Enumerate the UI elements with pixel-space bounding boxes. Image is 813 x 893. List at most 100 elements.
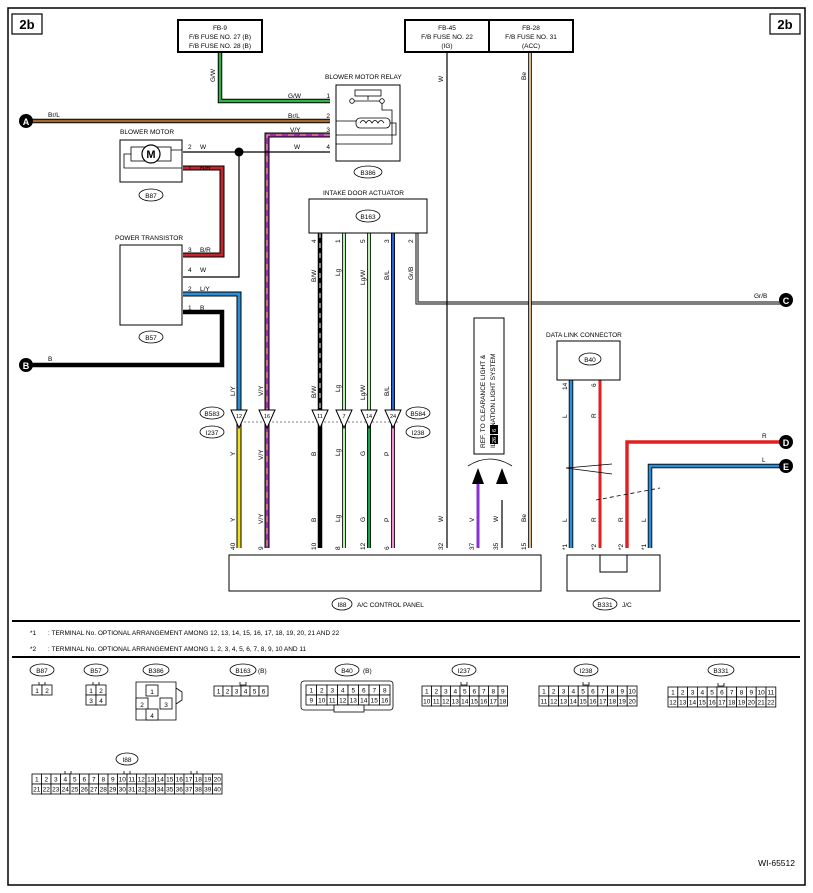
svg-text:I238: I238 (580, 668, 593, 675)
connector-cell-number: 23 (52, 787, 60, 794)
svg-text:14: 14 (366, 414, 372, 420)
legend-b87: B87 1 2 (29, 663, 55, 696)
svg-text:L: L (562, 518, 569, 522)
intake-door-actuator: INTAKE DOOR ACTUATOR B163 (308, 190, 428, 234)
connector-cell-number: 7 (372, 688, 376, 695)
connector-cell-number: 12 (339, 698, 347, 705)
connector-cell-number: 3 (444, 689, 448, 696)
svg-text:Lg: Lg (335, 268, 342, 276)
svg-text:POWER TRANSISTOR: POWER TRANSISTOR (115, 235, 183, 242)
svg-text:FB-45: FB-45 (438, 25, 456, 32)
connector-cell-number: 2 (434, 689, 438, 696)
svg-text:Lg: Lg (335, 384, 342, 392)
joint-connector: B331 J/C (566, 554, 661, 611)
svg-text:B40: B40 (341, 668, 353, 675)
link-d: D (779, 435, 793, 449)
connector-cell-number: 12 (442, 699, 450, 706)
label-wire-b: B (48, 356, 52, 363)
link-b: B (19, 358, 33, 372)
svg-text:B331: B331 (713, 668, 729, 675)
svg-text:(B): (B) (363, 668, 372, 675)
connector-cell-number: 4 (700, 690, 704, 697)
connector-cell-number: 2 (44, 777, 48, 784)
connector-cell (765, 696, 777, 708)
svg-text:I88: I88 (337, 602, 346, 609)
connector-cell-number: 19 (204, 777, 212, 784)
connector-cell-number: 14 (461, 699, 469, 706)
wire-br-outline (183, 165, 225, 258)
svg-text:(IG): (IG) (441, 43, 452, 50)
svg-text:G: G (360, 451, 367, 456)
connector-cell-number: 1 (35, 777, 39, 784)
connector-cell-number: 32 (138, 787, 146, 794)
connector-cell-number: 17 (490, 699, 498, 706)
connector-cell-number: 38 (195, 787, 203, 794)
connector-cell-number: 3 (330, 688, 334, 695)
svg-text:G: G (360, 517, 367, 522)
svg-text:W: W (200, 144, 207, 151)
reference-box: REF. TO CLEARANCE LIGHT & ILLUMINATION L… (467, 317, 513, 484)
connector-cell-number: 6 (362, 688, 366, 695)
svg-text:Gr/B: Gr/B (408, 267, 415, 280)
svg-text:P: P (384, 452, 391, 456)
svg-text:B40: B40 (584, 357, 596, 364)
svg-text:8: 8 (335, 546, 342, 550)
svg-text:2: 2 (140, 702, 144, 709)
connector-cell-number: 15 (579, 699, 587, 706)
svg-text:B163: B163 (235, 668, 251, 675)
connector-cell-number: 20 (214, 777, 222, 784)
svg-text:11: 11 (317, 414, 323, 420)
svg-text:F/B FUSE NO. 27 (B): F/B FUSE NO. 27 (B) (189, 34, 251, 41)
svg-text:12: 12 (360, 542, 367, 550)
svg-text:I237: I237 (458, 668, 471, 675)
link-c: C (779, 293, 793, 307)
svg-text:4: 4 (99, 698, 103, 705)
connector-cell-number: 3 (562, 689, 566, 696)
svg-text:B386: B386 (360, 170, 376, 177)
connector-cell-number: 4 (244, 689, 248, 696)
wire-gw-outline (217, 52, 330, 104)
connector-cell-number: 24 (62, 787, 70, 794)
connector-cell-number: 14 (360, 698, 368, 705)
connector-cell-number: 11 (541, 699, 548, 706)
connector-cell-number: 12 (138, 777, 146, 784)
connector-cell-number: 9 (309, 698, 313, 705)
svg-text:B: B (200, 305, 204, 312)
svg-text:V/Y: V/Y (258, 449, 265, 460)
connector-labels-b584-i238: B584 I238 (405, 406, 431, 439)
svg-text:BLOWER MOTOR RELAY: BLOWER MOTOR RELAY (325, 74, 402, 81)
connector-cell-number: 3 (235, 689, 239, 696)
connector-cell-number: 2 (320, 688, 324, 695)
connector-cell-number: 3 (54, 777, 58, 784)
svg-text:B/R: B/R (200, 165, 211, 172)
svg-text:L: L (641, 518, 648, 522)
svg-text:(ACC): (ACC) (522, 43, 540, 50)
connector-cell-number: 9 (620, 689, 624, 696)
svg-text:BLOWER MOTOR: BLOWER MOTOR (120, 129, 174, 136)
svg-text:6: 6 (492, 429, 498, 432)
svg-text:L: L (562, 414, 569, 418)
svg-text:B163: B163 (360, 214, 376, 221)
actuator-pin-labels: 4 1 5 3 2 B/W Lg Lg/W B/L Gr/B (311, 239, 415, 285)
connector-cell-number: 29 (109, 787, 117, 794)
connector-cell-number: 13 (679, 700, 687, 707)
connector-cell-number: 14 (689, 700, 697, 707)
connector-cell-number: 8 (101, 777, 105, 784)
svg-text:12: 12 (236, 414, 242, 420)
signal-mark-1 (565, 463, 613, 475)
connector-cell-number: 15 (166, 777, 174, 784)
fuse-fb28: FB-28 F/B FUSE NO. 31 (ACC) (488, 19, 574, 53)
connector-cell-number: 5 (73, 777, 77, 784)
svg-text:*1: *1 (641, 543, 648, 550)
svg-text:1: 1 (35, 688, 39, 695)
connector-cell-number: 40 (214, 787, 222, 794)
svg-text:F/B FUSE NO. 28 (B): F/B FUSE NO. 28 (B) (189, 43, 251, 50)
relay-connector-label: B386 (353, 165, 383, 179)
connector-cell-number: 28 (100, 787, 108, 794)
svg-text:A/C CONTROL PANEL: A/C CONTROL PANEL (357, 602, 424, 609)
svg-text:: TERMINAL No. OPTIONAL ARRANG: : TERMINAL No. OPTIONAL ARRANGEMENT AMON… (48, 630, 340, 637)
svg-text:15: 15 (521, 542, 528, 550)
